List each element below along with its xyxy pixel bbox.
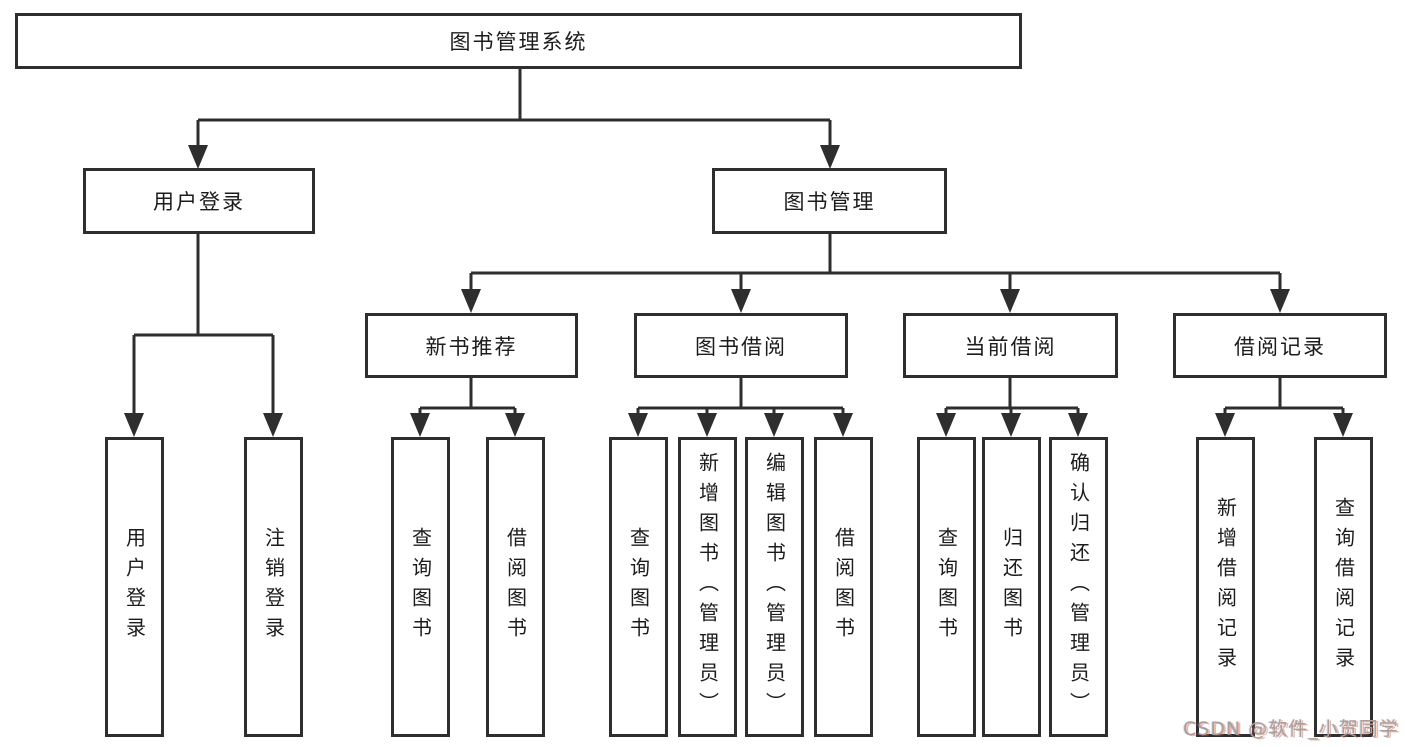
node-label: 借阅记录 xyxy=(1234,334,1326,359)
node-new-book-recommendation: 新书推荐 xyxy=(365,313,578,378)
arrowhead-icon xyxy=(820,145,840,169)
connector-line xyxy=(196,69,832,150)
connector-line xyxy=(636,378,845,418)
node-label: 查询图书 xyxy=(934,527,959,647)
connector-line xyxy=(1223,378,1345,418)
connector-root-branch xyxy=(196,69,832,150)
node-label: 查询图书 xyxy=(626,527,651,647)
node-library-management-system: 图书管理系统 xyxy=(15,13,1022,69)
node-label: 用户登录 xyxy=(153,190,245,214)
arrowhead-icon xyxy=(833,413,853,437)
leaf-add-borrow-record: 新增借阅记录 xyxy=(1196,437,1255,737)
arrowhead-icon xyxy=(936,413,956,437)
arrowhead-icon xyxy=(1001,413,1021,437)
leaf-borrow-books: 借阅图书 xyxy=(814,437,873,737)
connector-line xyxy=(469,234,1282,294)
node-label: 查询图书 xyxy=(408,527,433,647)
connector-borrow-records-branch xyxy=(1223,378,1345,418)
node-label: 图书管理系统 xyxy=(449,30,588,54)
connector-book-mgmt-branch xyxy=(469,234,1282,294)
node-label: 借阅图书 xyxy=(831,527,856,647)
node-borrowing-records: 借阅记录 xyxy=(1173,313,1387,378)
node-book-borrowing: 图书借阅 xyxy=(634,313,848,378)
node-label: 新增借阅记录 xyxy=(1213,497,1238,677)
arrowhead-icon xyxy=(628,413,648,437)
leaf-return-books: 归还图书 xyxy=(982,437,1041,737)
leaf-query-books: 查询图书 xyxy=(391,437,450,737)
connector-line xyxy=(944,378,1080,418)
arrowhead-icon xyxy=(410,413,430,437)
arrowheads xyxy=(124,145,1353,437)
node-label: 确认归还（管理员） xyxy=(1066,452,1091,722)
arrowhead-icon xyxy=(1000,289,1020,313)
node-label: 图书管理 xyxy=(783,190,876,214)
arrowhead-icon xyxy=(731,289,751,313)
node-label: 注销登录 xyxy=(261,527,286,647)
connector-line xyxy=(418,378,517,418)
leaf-borrow-books: 借阅图书 xyxy=(486,437,545,737)
node-label: 查询借阅记录 xyxy=(1331,497,1356,677)
connector-book-borrow-branch xyxy=(636,378,845,418)
leaf-confirm-return-admin: 确认归还（管理员） xyxy=(1049,437,1108,737)
leaf-add-books-admin: 新增图书（管理员） xyxy=(678,437,737,737)
node-label: 新增图书（管理员） xyxy=(695,452,720,722)
arrowhead-icon xyxy=(697,413,717,437)
node-label: 新书推荐 xyxy=(425,334,518,359)
arrowhead-icon xyxy=(263,413,283,437)
arrowhead-icon xyxy=(188,145,208,169)
arrowhead-icon xyxy=(764,413,784,437)
leaf-query-books: 查询图书 xyxy=(609,437,668,737)
csdn-watermark: CSDN @软件_小贺同学 xyxy=(1183,718,1399,740)
connector-line xyxy=(132,234,275,418)
connector-new-book-branch xyxy=(418,378,517,418)
arrowhead-icon xyxy=(1215,413,1235,437)
node-label: 编辑图书（管理员） xyxy=(762,452,787,722)
leaf-user-login: 用户登录 xyxy=(105,437,164,737)
arrowhead-icon xyxy=(461,289,481,313)
connector-current-borrow-branch xyxy=(944,378,1080,418)
node-user-login: 用户登录 xyxy=(83,168,315,234)
node-book-management: 图书管理 xyxy=(712,168,947,234)
node-label: 图书借阅 xyxy=(695,334,787,359)
leaf-query-books: 查询图书 xyxy=(917,437,976,737)
arrowhead-icon xyxy=(124,413,144,437)
arrowhead-icon xyxy=(1333,413,1353,437)
leaf-query-borrow-record: 查询借阅记录 xyxy=(1314,437,1373,737)
arrowhead-icon xyxy=(505,413,525,437)
node-label: 当前借阅 xyxy=(964,334,1057,359)
arrowhead-icon xyxy=(1270,289,1290,313)
node-current-borrowing: 当前借阅 xyxy=(903,313,1118,378)
node-label: 归还图书 xyxy=(999,527,1024,647)
leaf-logout: 注销登录 xyxy=(244,437,303,737)
arrowhead-icon xyxy=(1068,413,1088,437)
leaf-edit-books-admin: 编辑图书（管理员） xyxy=(745,437,804,737)
node-label: 借阅图书 xyxy=(503,527,528,647)
node-label: 用户登录 xyxy=(122,527,147,647)
connector-user-login-branch xyxy=(132,234,275,418)
